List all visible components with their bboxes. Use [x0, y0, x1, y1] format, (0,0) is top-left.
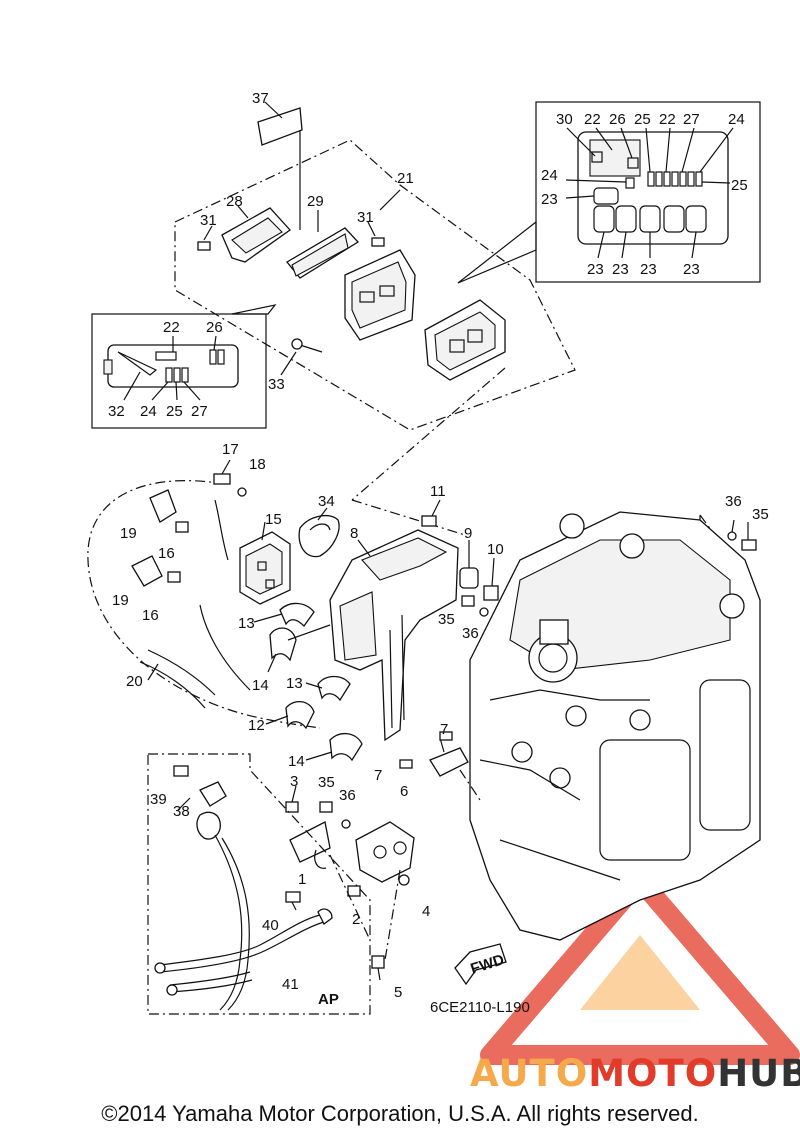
- callout-5: 5: [394, 984, 402, 1001]
- fwd-arrow: [454, 943, 507, 986]
- callout-inset-25b: 25: [731, 177, 748, 194]
- callout-36c: 36: [339, 787, 356, 804]
- mount-bracket-group: [253, 499, 499, 762]
- callout-13a: 13: [238, 615, 255, 632]
- watermark-auto: AUTO: [470, 1052, 589, 1095]
- callout-inset-22a: 22: [584, 111, 601, 128]
- callout-left-25: 25: [166, 403, 183, 420]
- engine-block: [469, 511, 761, 941]
- callout-inset-30: 30: [556, 111, 573, 128]
- callout-inset-24a: 24: [728, 111, 745, 128]
- callout-inset-26: 26: [609, 111, 626, 128]
- callout-19b: 19: [112, 592, 129, 609]
- callout-inset-23b: 23: [587, 261, 604, 278]
- callout-inset-22b: 22: [659, 111, 676, 128]
- watermark-text: AUTOMOTOHUB: [470, 1052, 800, 1095]
- callout-left-32: 32: [108, 403, 125, 420]
- callout-inset-27: 27: [683, 111, 700, 128]
- callout-39: 39: [150, 791, 167, 808]
- callout-36a: 36: [462, 625, 479, 642]
- callout-31a: 31: [200, 212, 217, 229]
- callout-left-24: 24: [140, 403, 157, 420]
- inset-top-right: [457, 101, 761, 284]
- callout-9: 9: [464, 525, 472, 542]
- callout-21: 21: [397, 170, 414, 187]
- ap-label: AP: [318, 991, 339, 1008]
- callout-41: 41: [282, 976, 299, 993]
- callout-7b: 7: [374, 767, 382, 784]
- callout-17: 17: [222, 441, 239, 458]
- callout-8: 8: [350, 525, 358, 542]
- callout-16b: 16: [142, 607, 159, 624]
- lower-bracket-group: [285, 731, 481, 981]
- callout-inset-23a: 23: [541, 191, 558, 208]
- callout-12: 12: [248, 717, 265, 734]
- callout-14b: 14: [288, 753, 305, 770]
- callout-15: 15: [265, 511, 282, 528]
- callout-37: 37: [252, 90, 269, 107]
- callout-inset-25a: 25: [634, 111, 651, 128]
- callout-19a: 19: [120, 525, 137, 542]
- callout-1: 1: [298, 871, 306, 888]
- callout-35b: 35: [752, 506, 769, 523]
- callout-11: 11: [430, 483, 446, 500]
- callout-40: 40: [262, 917, 279, 934]
- callout-3: 3: [290, 773, 298, 790]
- callout-34: 34: [318, 493, 335, 510]
- callout-35c: 35: [318, 774, 335, 791]
- callout-left-22: 22: [163, 319, 180, 336]
- callout-16a: 16: [158, 545, 175, 562]
- callout-inset-23d: 23: [640, 261, 657, 278]
- callout-18: 18: [249, 456, 266, 473]
- diagram-code: 6CE2110-L190: [430, 999, 530, 1016]
- callout-labels: 37 21 28 29 31 31 33 30 22 26 25 22 27 2…: [108, 90, 769, 1016]
- callout-inset-23c: 23: [612, 261, 629, 278]
- callout-7a: 7: [440, 721, 448, 738]
- callout-13b: 13: [286, 675, 303, 692]
- wiring-harness-group: [87, 459, 321, 729]
- callout-10: 10: [487, 541, 504, 558]
- callout-29: 29: [307, 193, 324, 210]
- callout-6: 6: [400, 783, 408, 800]
- callout-4: 4: [422, 903, 430, 920]
- callout-35a: 35: [438, 611, 455, 628]
- callout-33: 33: [268, 376, 285, 393]
- callout-2: 2: [352, 911, 360, 928]
- watermark-hub: HUB: [717, 1052, 800, 1095]
- callout-inset-24b: 24: [541, 167, 558, 184]
- callout-left-27: 27: [191, 403, 208, 420]
- watermark-moto: MOTO: [588, 1052, 718, 1095]
- callout-20: 20: [126, 673, 143, 690]
- inset-left: [91, 304, 277, 429]
- callout-left-26: 26: [206, 319, 223, 336]
- copyright-footer: ©2014 Yamaha Motor Corporation, U.S.A. A…: [101, 1101, 699, 1126]
- callout-31b: 31: [357, 209, 374, 226]
- callout-inset-23e: 23: [683, 261, 700, 278]
- callout-14a: 14: [252, 677, 269, 694]
- callout-28: 28: [226, 193, 243, 210]
- watermark-logo: [480, 870, 800, 1065]
- callout-38: 38: [173, 803, 190, 820]
- ecu-group: [174, 101, 576, 431]
- ap-inset: [147, 753, 371, 1015]
- callout-36b: 36: [725, 493, 742, 510]
